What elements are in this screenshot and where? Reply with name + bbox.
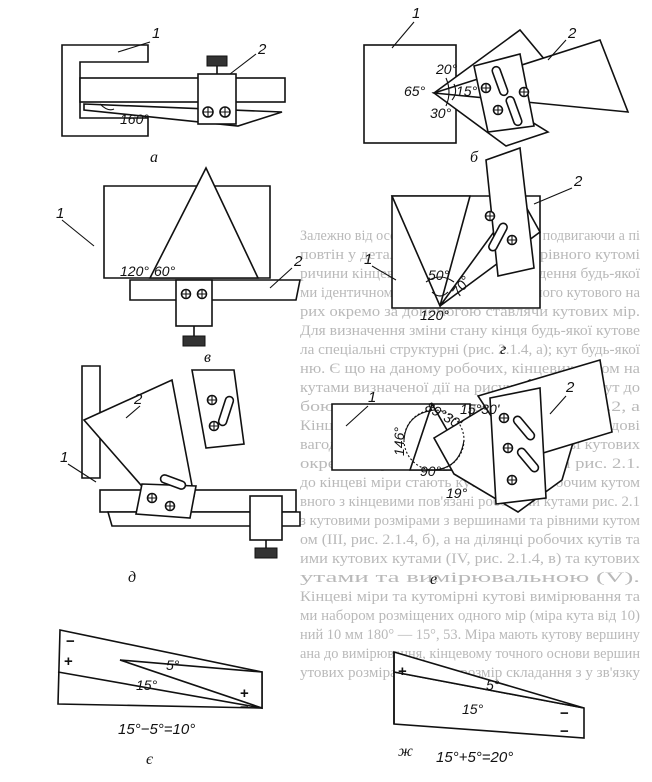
panel-b-slots: [491, 65, 523, 127]
panel-b-angle-arcs: [445, 77, 457, 107]
panel-v-label-2: 2: [293, 253, 303, 270]
panel-d-clamp-body: [249, 495, 283, 541]
panel-d-label-2: 2: [133, 391, 143, 408]
panel-ye: − + + − 5° 15° 15°−5°=10° є: [57, 629, 263, 768]
panel-g: 1 2 50° 70° 120° г: [364, 146, 583, 358]
panel-a-guide-bar: [79, 77, 286, 103]
panel-ye-sign-plus-left: +: [64, 653, 73, 670]
panel-e-label-2: 2: [565, 379, 575, 396]
panel-a-label-2: 2: [257, 41, 267, 58]
background-text-line: ла спеціальні структурні (рис. 2.1.4, а)…: [300, 342, 641, 358]
panel-g-screw-heads: [484, 210, 518, 246]
panel-v-screw-heads: [180, 288, 208, 300]
panel-v-screw-knob: [182, 335, 206, 347]
panel-d-screw-heads: [146, 394, 220, 512]
panel-b-angle-20: 20°: [435, 61, 458, 77]
panel-v-caption: в: [204, 349, 211, 366]
background-text-line: ана до вимірювання, кінцевому точного ос…: [300, 646, 640, 662]
panel-g-slot: [488, 222, 508, 252]
panel-a-label-1: 1: [152, 25, 160, 42]
panel-b-label-1: 1: [412, 5, 420, 22]
panel-b-label-2: 2: [567, 25, 577, 42]
panel-d-slot-left: [159, 474, 187, 490]
panel-d-holder-left: [135, 483, 197, 519]
background-text-line: ом (III, рис. 2.1.4, б), а на ділянці ро…: [300, 532, 640, 548]
panel-v: 1 2 120° 60° в: [56, 166, 303, 366]
panel-a: 1 2 160° а: [61, 25, 286, 166]
panel-e-angle-146: 146°: [391, 427, 407, 456]
panel-g-angle-50: 50°: [428, 267, 450, 283]
panel-a-screw-heads: [202, 106, 231, 118]
background-text-line: з кутовими розмірами з вершинами та рівн…: [300, 513, 640, 529]
panel-g-label-1: 1: [364, 251, 372, 268]
panel-v-angle-120: 120°: [120, 263, 149, 279]
panel-e-screw-heads: [498, 412, 518, 486]
background-text-line: ми набором розміщених одного мір (міра к…: [300, 608, 640, 624]
panel-v-label-1: 1: [56, 205, 64, 222]
panel-ye-equation: 15°−5°=10°: [118, 721, 195, 738]
panel-b-angle-15: 15°: [456, 83, 478, 99]
panel-zh-angle-5: 5°: [486, 677, 500, 693]
panel-e: 1 2 89°30' 15°30' 146° 90° 19° е: [331, 358, 613, 588]
panel-a-caption: а: [150, 149, 158, 166]
background-text-line: Для визначення зміни стану кінця будь-як…: [300, 323, 640, 339]
panel-zh-sign-plus: +: [398, 663, 407, 680]
panel-b-angle-30: 30°: [430, 105, 452, 121]
panel-zh-caption: ж: [398, 743, 413, 760]
panel-ye-angle-5: 5°: [166, 657, 180, 673]
panel-e-caption: е: [430, 571, 437, 588]
background-text-line: вного з кінцевими пов'язані робочими кут…: [300, 494, 640, 510]
panel-v-bar-2: [129, 279, 301, 301]
background-text-line: рих окремо за допомогою ставлячи кутових…: [300, 304, 640, 320]
panel-d-caption: д: [128, 569, 136, 586]
panel-g-v-notch: [390, 195, 472, 309]
background-text-line: утових розмірах. Кутову розмір складання…: [300, 665, 640, 681]
panel-a-angle-arc: [99, 103, 115, 111]
background-text-line: ими кутових кутами (IV, рис. 2.1.4, в) т…: [300, 551, 641, 567]
panel-e-angle-arrows: [403, 409, 465, 471]
panel-e-label-1: 1: [368, 389, 376, 406]
panel-g-caption: г: [500, 341, 506, 358]
panel-a-screw-knob: [206, 55, 228, 67]
panel-d-wedge-right: [191, 369, 245, 449]
panel-v-triangle-gauge: [148, 166, 260, 279]
panel-ye-angle-15: 15°: [136, 677, 158, 693]
panel-zh-equation: 15°+5°=20°: [436, 749, 513, 766]
panel-ye-sign-plus-right: +: [240, 685, 249, 702]
panel-e-angle-19: 19°: [446, 485, 468, 501]
panel-d-slot-right: [217, 395, 235, 427]
panel-b-angle-65: 65°: [404, 83, 426, 99]
panel-g-angle-arcs: [425, 276, 455, 297]
background-text-line: Кінцеві міри та кутомірні кутові вимірюв…: [300, 589, 640, 605]
panel-d: 1 2 д: [60, 365, 301, 586]
background-text-line: ний 10 мм 180° — 15°, 53. Міра мають кут…: [300, 627, 640, 643]
panel-e-angle-90: 90°: [420, 463, 442, 479]
panel-zh-sign-minus-b: −: [560, 723, 569, 740]
panel-v-clamp-body: [175, 279, 213, 327]
panel-ye-sign-minus-top: −: [66, 633, 75, 650]
panel-b: 1 2 20° 15° 65° 30° б: [363, 5, 630, 166]
panel-g-angle-120: 120°: [420, 307, 449, 323]
panel-e-slots: [512, 415, 540, 473]
panel-a-angle-160: 160°: [120, 111, 149, 127]
panel-ye-caption: є: [146, 751, 153, 768]
panel-zh: + − − 5° 15° 15°+5°=20° ж: [393, 650, 585, 766]
panel-b-screw-heads: [480, 82, 530, 116]
panel-e-angle-15-30: 15°30': [460, 401, 501, 417]
panel-a-clamp-body: [197, 73, 237, 125]
panel-g-label-2: 2: [573, 173, 583, 190]
panel-zh-sign-minus-a: −: [560, 705, 569, 722]
panel-d-screw-knob: [254, 547, 278, 559]
panel-zh-angle-15: 15°: [462, 701, 484, 717]
panel-b-caption: б: [470, 149, 479, 166]
panel-ye-dividing-line: [57, 671, 263, 709]
panel-ye-sign-minus-bottom: −: [240, 699, 249, 716]
panel-ye-wedge-5: [119, 659, 263, 710]
panel-v-angle-60: 60°: [154, 263, 176, 279]
panel-d-label-1: 1: [60, 449, 68, 466]
background-text-line: утами та вимірювальною (V).: [300, 570, 640, 586]
